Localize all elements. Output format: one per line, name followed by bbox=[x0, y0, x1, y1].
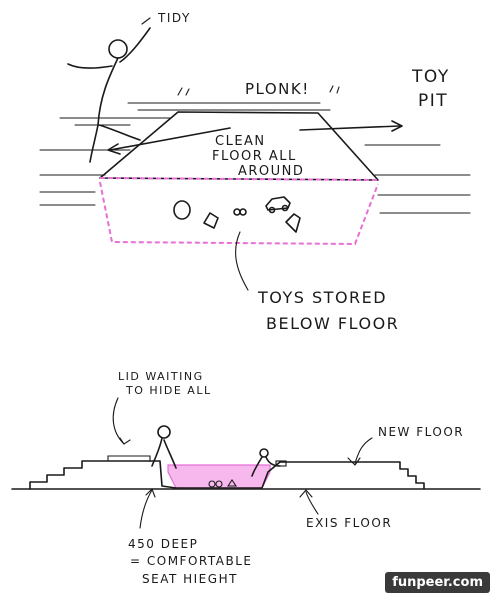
new-floor-label: NEW FLOOR bbox=[378, 425, 464, 439]
lid-leader-head bbox=[119, 437, 131, 445]
left-steps bbox=[29, 460, 151, 490]
toy-piece-icon bbox=[285, 213, 301, 233]
left-arrow-line bbox=[109, 127, 231, 151]
left-arrow-head bbox=[107, 143, 121, 155]
clean-label-1: CLEAN bbox=[215, 134, 266, 149]
exist-floor-leader bbox=[305, 491, 319, 515]
pit-outline bbox=[149, 460, 281, 489]
deep-label-2: = COMFORTABLE bbox=[130, 554, 252, 568]
small-toy-icon bbox=[275, 460, 287, 467]
right-figure-head bbox=[259, 448, 269, 458]
lid-leader bbox=[112, 397, 125, 445]
toy-pit-label-2: PIT bbox=[418, 91, 448, 111]
lid-label-1: LID WAITING bbox=[118, 370, 204, 383]
deep-leader-head bbox=[145, 488, 156, 498]
tidy-label: TIDY bbox=[157, 11, 191, 25]
car-icon bbox=[265, 196, 291, 211]
pit-toy-icon-2 bbox=[215, 480, 223, 488]
deep-leader bbox=[139, 489, 153, 529]
clean-label-2: FLOOR ALL bbox=[212, 149, 297, 164]
ball-icon bbox=[173, 200, 191, 220]
left-figure-legs bbox=[163, 439, 177, 469]
pit-toy-icon bbox=[208, 480, 216, 488]
stick-figure bbox=[67, 27, 151, 163]
right-figure-body bbox=[251, 456, 263, 477]
exist-floor-label: EXIS FLOOR bbox=[306, 516, 392, 530]
deep-label-3: SEAT HIEGHT bbox=[142, 572, 238, 586]
exist-floor-leader-head bbox=[299, 489, 313, 498]
figure-left-arm bbox=[67, 63, 113, 69]
new-floor-leader bbox=[354, 437, 373, 464]
toys bbox=[173, 196, 301, 233]
new-floor-leader-head bbox=[347, 457, 361, 466]
toy-pit-outline bbox=[99, 181, 379, 246]
right-steps bbox=[279, 461, 425, 490]
lid-label-2: TO HIDE ALL bbox=[125, 384, 212, 397]
right-arrow-head bbox=[391, 120, 403, 132]
figure-head bbox=[108, 39, 128, 59]
ring-icon bbox=[233, 208, 241, 216]
figure-right-leg bbox=[98, 124, 141, 141]
pit-figures bbox=[151, 425, 287, 488]
figure-right-arm bbox=[119, 27, 151, 63]
toy-pit-label-1: TOY bbox=[411, 67, 450, 87]
toys-leader bbox=[235, 231, 249, 291]
left-figure-head bbox=[157, 425, 171, 439]
right-arrow-line bbox=[299, 125, 401, 131]
watermark-badge: funpeer.com bbox=[385, 572, 490, 593]
ring-icon-2 bbox=[239, 208, 247, 216]
plonk-label: PLONK! bbox=[245, 80, 310, 98]
tidy-leader bbox=[141, 17, 151, 25]
lid-edge-highlight bbox=[99, 177, 379, 181]
motion-lines bbox=[39, 85, 471, 214]
figure-body bbox=[97, 57, 119, 126]
pit-toy-icon-3 bbox=[226, 479, 238, 487]
left-figure-body bbox=[151, 437, 163, 467]
toys-label-1: TOYS STORED bbox=[257, 288, 387, 307]
lid-top bbox=[99, 111, 379, 181]
deep-label-1: 450 DEEP bbox=[128, 537, 198, 551]
clean-label-3: AROUND bbox=[238, 164, 304, 179]
block-icon bbox=[203, 212, 219, 229]
toys-label-2: BELOW FLOOR bbox=[266, 314, 399, 333]
lid-raised bbox=[107, 455, 151, 462]
figure-left-leg bbox=[89, 124, 99, 163]
